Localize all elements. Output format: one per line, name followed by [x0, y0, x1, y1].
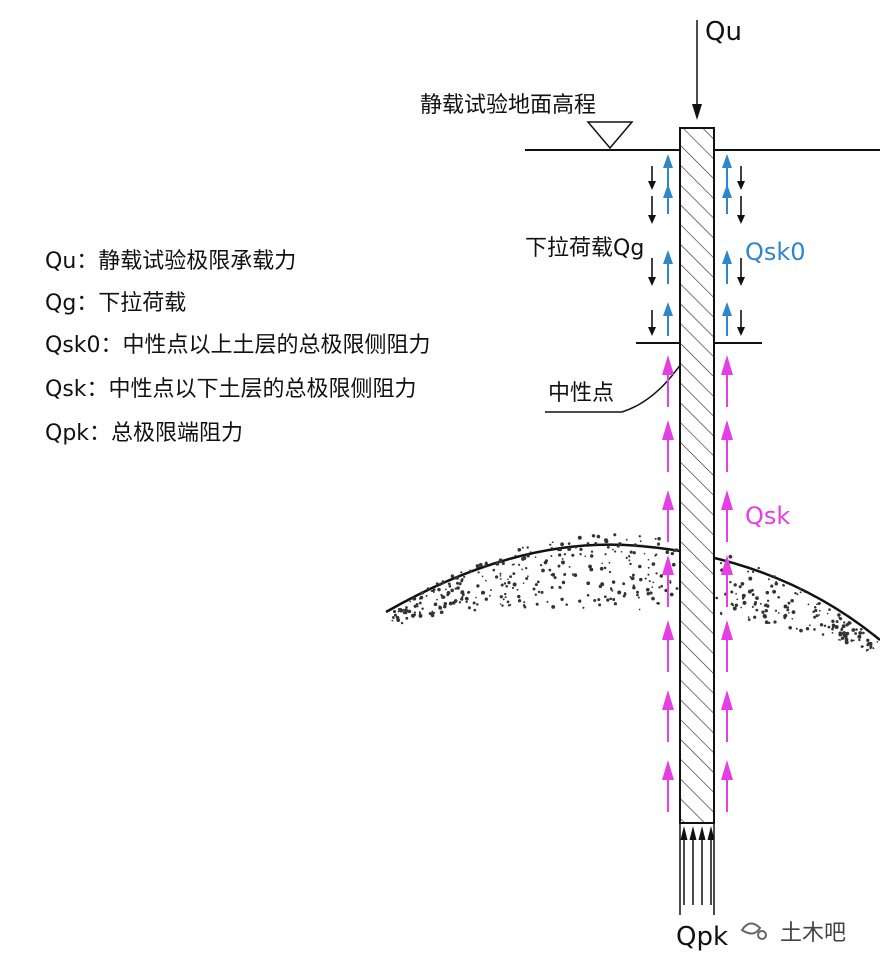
downdrag-arrow: [648, 258, 656, 286]
top-load-label: Qu: [705, 17, 742, 47]
pile-tip-region: [679, 823, 715, 915]
ground-elevation-marker: [586, 121, 634, 150]
bearing-soil-layer: [385, 533, 880, 690]
downdrag-arrow: [648, 310, 656, 336]
tip-resistance-arrows: [680, 826, 715, 905]
downdrag-label: 下拉荷载Qg: [525, 236, 644, 261]
legend-item-qsk0: Qsk0：中性点以上土层的总极限侧阻力: [45, 333, 431, 358]
pile-shaft: [679, 127, 715, 824]
qsk-arrow: [721, 760, 733, 812]
qsk-arrow: [721, 355, 733, 407]
qsk-arrow: [721, 420, 733, 472]
watermark-logo-icon: [740, 922, 767, 940]
qsk-arrow: [662, 690, 674, 742]
qsk0-arrow: [722, 302, 732, 336]
qsk-arrow: [662, 620, 674, 672]
tip-resistance-arrow: [689, 826, 697, 905]
qsk0-arrow: [722, 250, 732, 284]
qsk-arrow: [662, 760, 674, 812]
neutral-point-label: 中性点: [548, 381, 614, 406]
qsk0-arrows: [663, 154, 732, 336]
tip-resistance-arrow: [680, 826, 688, 905]
qsk0-arrow: [663, 184, 673, 214]
qsk-arrow: [721, 490, 733, 542]
qsk-arrow: [721, 555, 733, 607]
soil-dots: [391, 533, 879, 652]
qsk-arrow: [721, 620, 733, 672]
downdrag-arrow: [648, 166, 656, 190]
ground-elevation-label: 静载试验地面高程: [420, 93, 596, 118]
top-load-arrow: [692, 20, 702, 120]
qsk-arrow: [662, 420, 674, 472]
downdrag-arrow: [737, 258, 745, 286]
soil-arc-line: [385, 543, 880, 641]
qsk0-arrow: [663, 302, 673, 336]
qsk-arrow: [721, 690, 733, 742]
legend-item-qsk: Qsk：中性点以下土层的总极限侧阻力: [45, 377, 417, 402]
watermark-text: 土木吧: [780, 921, 846, 946]
tip-resistance-label: Qpk: [676, 922, 728, 952]
qsk0-arrow: [663, 250, 673, 284]
downdrag-arrow: [737, 196, 745, 224]
qsk-arrow: [662, 490, 674, 542]
downdrag-arrow: [648, 196, 656, 224]
qsk-label: Qsk: [745, 502, 790, 530]
legend: Qu：静载试验极限承载力 Qg：下拉荷载 Qsk0：中性点以上土层的总极限侧阻力…: [45, 249, 431, 446]
qsk-arrow: [662, 355, 674, 407]
tip-resistance-arrow: [707, 826, 715, 905]
legend-item-qg: Qg：下拉荷载: [45, 291, 186, 316]
legend-item-qpk: Qpk：总极限端阻力: [45, 421, 243, 446]
downdrag-arrow: [737, 166, 745, 190]
qsk0-label: Qsk0: [745, 238, 806, 266]
downdrag-arrows: [648, 166, 745, 336]
qsk0-arrow: [722, 184, 732, 214]
legend-item-qu: Qu：静载试验极限承载力: [45, 249, 296, 274]
qsk-arrow: [662, 555, 674, 607]
qsk-arrows: [662, 355, 733, 812]
downdrag-arrow: [737, 310, 745, 336]
tip-resistance-arrow: [698, 826, 706, 905]
